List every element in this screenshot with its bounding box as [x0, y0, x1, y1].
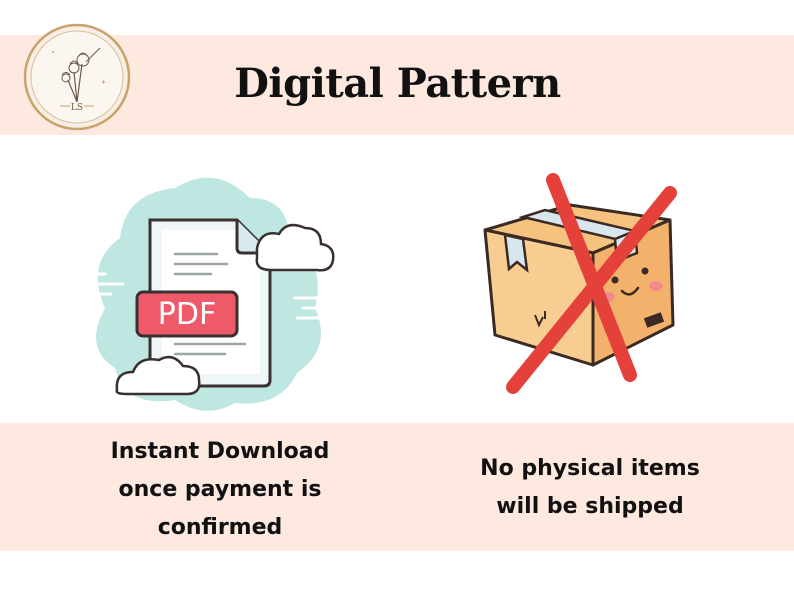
no-shipping-box-illustration	[483, 173, 677, 394]
caption-band	[0, 423, 794, 551]
caption-line: confirmed	[157, 515, 283, 540]
caption-line: will be shipped	[496, 494, 684, 519]
logo-initials: LS	[71, 103, 83, 113]
caption-line: No physical items	[480, 456, 700, 481]
brand-logo-icon: LS	[23, 23, 131, 131]
instant-download-caption: Instant Download once payment is confirm…	[55, 433, 385, 547]
header-band	[0, 35, 794, 135]
no-shipping-caption: No physical items will be shipped	[430, 450, 750, 526]
page-title: Digital Pattern	[234, 60, 561, 107]
cross-out-icon	[506, 173, 677, 394]
pdf-badge-label: PDF	[158, 297, 216, 332]
caption-line: once payment is	[118, 477, 322, 502]
pdf-badge	[135, 290, 239, 338]
pdf-download-illustration: PDF	[71, 177, 342, 411]
caption-line: Instant Download	[110, 439, 330, 464]
